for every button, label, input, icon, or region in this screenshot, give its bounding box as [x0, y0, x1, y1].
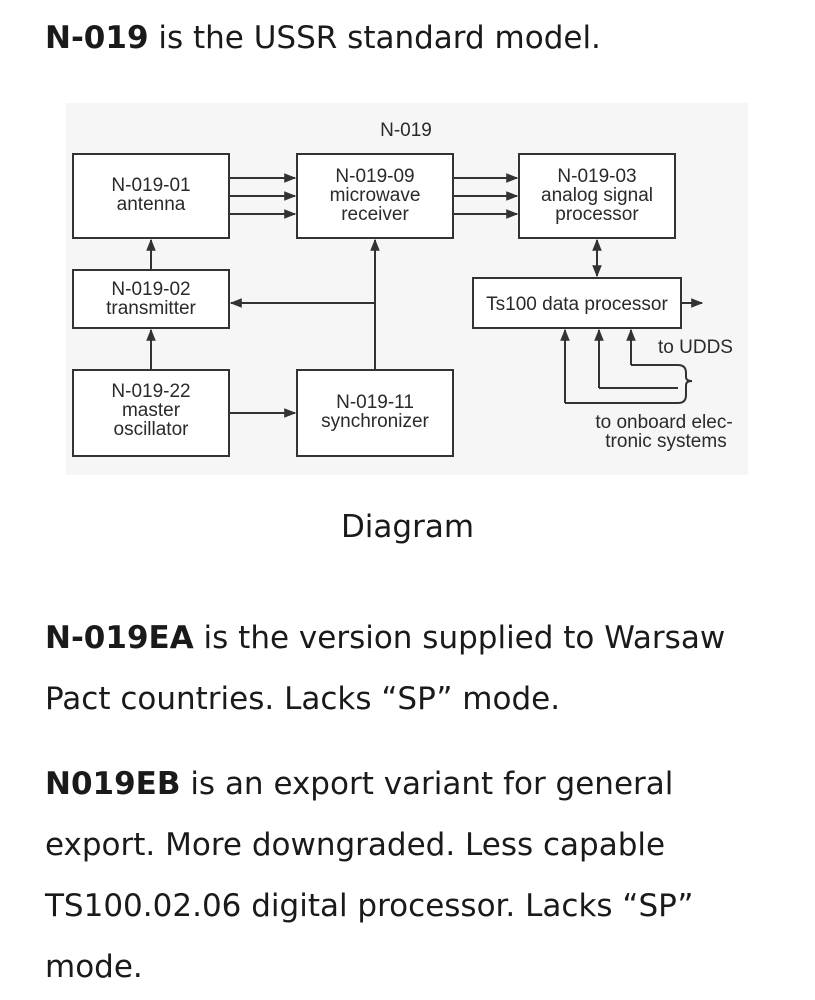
synchronizer-label: N-019-11 synchronizer	[321, 392, 429, 432]
processor-label: N-019-03 analog signal processor	[541, 166, 653, 225]
processor-box	[518, 153, 676, 239]
svg-text:microwave: microwave	[330, 185, 421, 206]
svg-text:receiver: receiver	[341, 204, 409, 225]
block-diagram: N-019 N-019-01 antenna N-019-09 microwav…	[66, 103, 748, 475]
svg-text:processor: processor	[555, 204, 639, 225]
antenna-label: N-019-01 antenna	[111, 175, 190, 215]
svg-text:N-019-22: N-019-22	[111, 381, 190, 402]
oscillator-label: N-019-22 master oscillator	[111, 381, 190, 440]
onboard-links	[560, 328, 693, 404]
antenna-receiver-arrows	[229, 173, 297, 219]
svg-text:N-019-01: N-019-01	[111, 175, 190, 196]
receiver-box	[296, 153, 454, 239]
svg-text:synchronizer: synchronizer	[321, 411, 429, 432]
paragraph-text: is an export variant for general export.…	[45, 766, 694, 985]
synchronizer-outputs	[229, 238, 380, 369]
model-name: N-019	[45, 20, 149, 56]
receiver-label: N-019-09 microwave receiver	[330, 166, 421, 225]
svg-text:master: master	[122, 400, 181, 421]
svg-text:N-019-02: N-019-02	[111, 279, 190, 300]
model-name: N-019EA	[45, 620, 194, 656]
model-name: N019EB	[45, 766, 181, 802]
svg-text:transmitter: transmitter	[106, 298, 196, 319]
svg-text:N-019-03: N-019-03	[557, 166, 636, 187]
svg-text:tronic systems: tronic systems	[605, 431, 726, 452]
svg-text:N-019-09: N-019-09	[335, 166, 414, 187]
svg-text:N-019-11: N-019-11	[336, 392, 414, 413]
svg-text:to onboard elec-: to onboard elec-	[595, 412, 732, 433]
paragraph-n019ea: N-019EA is the version supplied to Warsa…	[45, 608, 785, 730]
onboard-label: to onboard elec- tronic systems	[595, 412, 732, 452]
paragraph-n019eb: N019EB is an export variant for general …	[45, 754, 785, 998]
svg-text:antenna: antenna	[117, 194, 186, 215]
oscillator-box	[72, 369, 230, 457]
to-udds-label: to UDDS	[658, 337, 733, 358]
diagram-title: N-019	[380, 120, 432, 141]
data-processor-label: Ts100 data processor	[486, 294, 668, 315]
transmitter-box	[72, 269, 230, 329]
paragraph-text: is the version supplied to Warsaw Pact c…	[45, 620, 726, 717]
paragraph-text: is the USSR standard model.	[148, 20, 601, 56]
paragraph-n019: N-019 is the USSR standard model.	[45, 8, 785, 69]
svg-text:analog signal: analog signal	[541, 185, 653, 206]
synchronizer-box	[296, 369, 454, 457]
receiver-processor-arrows	[453, 173, 519, 219]
antenna-box	[72, 153, 230, 239]
svg-text:oscillator: oscillator	[114, 419, 190, 440]
diagram-caption: Diagram	[340, 509, 475, 545]
data-processor-box	[472, 277, 682, 329]
transmitter-label: N-019-02 transmitter	[106, 279, 196, 319]
